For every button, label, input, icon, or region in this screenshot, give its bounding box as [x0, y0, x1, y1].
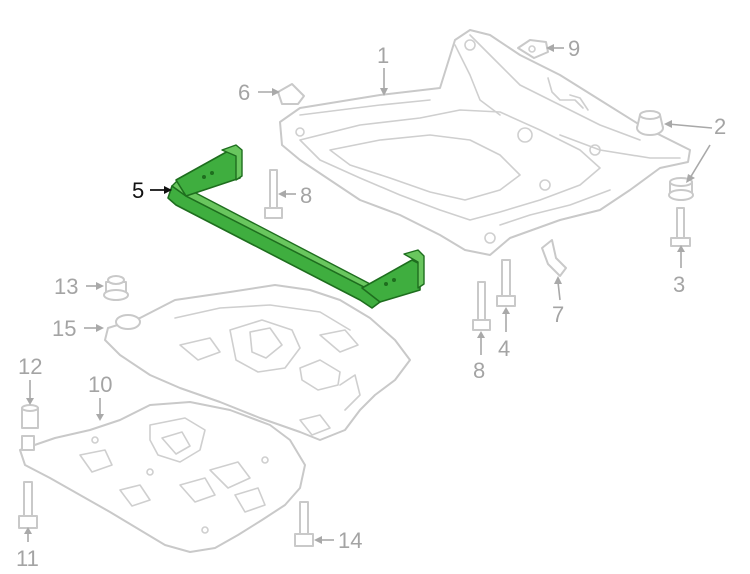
callout-8-upper: 8: [300, 183, 312, 208]
nut-13: [103, 275, 129, 301]
bolt-14: [294, 501, 314, 547]
bolt-11: [18, 481, 38, 529]
callout-3: 3: [673, 272, 685, 297]
leader-lines: [24, 44, 713, 544]
bolt-4: [496, 259, 516, 307]
callout-6: 6: [238, 80, 250, 105]
washer-9: [517, 39, 549, 59]
callout-13: 13: [54, 274, 78, 299]
callout-12: 12: [18, 354, 42, 379]
callout-1: 1: [377, 43, 389, 68]
callout-10: 10: [88, 372, 112, 397]
bracket-7: [541, 239, 567, 277]
callout-9: 9: [568, 36, 580, 61]
bushing-upper: [636, 110, 664, 136]
callout-4: 4: [498, 336, 510, 361]
bolt-3: [670, 207, 691, 247]
highlighted-bar: [167, 144, 425, 309]
subframe-crossmember: [279, 29, 691, 256]
callout-5: 5: [132, 178, 144, 203]
callout-15: 15: [52, 316, 76, 341]
callout-14: 14: [338, 528, 362, 553]
callout-7: 7: [552, 302, 564, 327]
callouts: 1 2 3 4 5 6 7 8 8 9 10 11 12 13 14 15: [16, 36, 726, 571]
bolt-8-lower: [472, 281, 491, 331]
bushing-lower: [668, 177, 694, 201]
splash-shield-upper: [104, 284, 411, 441]
callout-2: 2: [714, 114, 726, 139]
bolt-8-upper: [264, 169, 283, 219]
bracket-6: [277, 83, 305, 105]
callout-8-lower: 8: [473, 358, 485, 383]
undercover-lower: [19, 401, 306, 553]
clip-12: [21, 404, 39, 429]
callout-11: 11: [16, 546, 39, 571]
